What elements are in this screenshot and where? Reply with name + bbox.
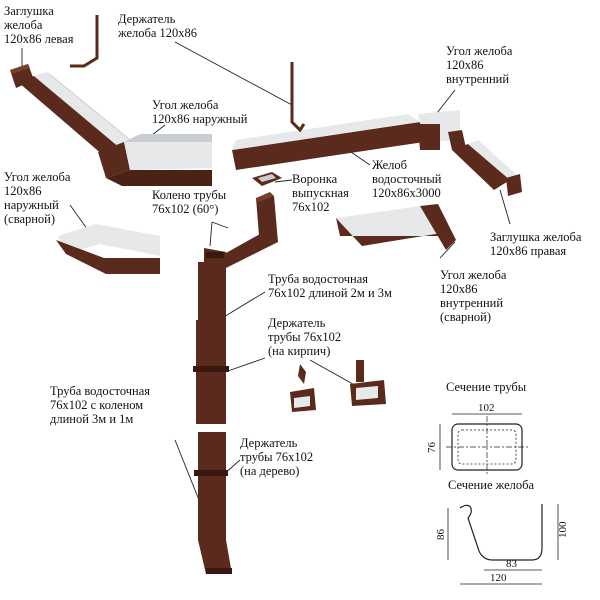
pipe-height-dim: 76 xyxy=(426,442,438,454)
gutter-bottom-dim: 83 xyxy=(506,558,518,570)
pipe-bracket-brick xyxy=(350,360,386,406)
gutter-long xyxy=(232,114,424,170)
label-corner-inner-welded: Угол желоба 120х86 внутренний (сварной) xyxy=(440,268,507,324)
gutter-section-drawing xyxy=(447,504,559,585)
corner-outer-welded xyxy=(56,224,160,274)
gutter-height-left-dim: 86 xyxy=(435,529,447,541)
label-pipe: Труба водосточная 76х102 длиной 2м и 3м xyxy=(268,272,392,300)
label-gutter-section: Сечение желоба xyxy=(448,478,535,492)
gutter-height-right-dim: 100 xyxy=(557,521,569,538)
label-end-cap-right: Заглушка желоба 120х86 правая xyxy=(490,230,582,258)
label-corner-outer-top: Угол желоба 120х86 наружный xyxy=(152,98,248,126)
gutter-left-run xyxy=(18,72,136,156)
pipe-width-dim: 102 xyxy=(478,402,495,414)
label-corner-outer-welded: Угол желоба 120х86 наружный (сварной) xyxy=(4,170,71,226)
label-corner-inner-top: Угол желоба 120х86 внутренний xyxy=(446,44,513,86)
label-gutter-bracket: Держатель желоба 120х86 xyxy=(118,12,198,40)
pipe-elbow xyxy=(204,192,278,268)
funnel-outlet xyxy=(252,172,282,186)
pipe-section-drawing: 102 76 xyxy=(426,402,528,476)
gutter-bracket-long xyxy=(290,62,306,133)
corner-inner-welded xyxy=(336,204,456,250)
gutter-width-dim: 120 xyxy=(490,572,507,584)
end-cap-right xyxy=(506,174,522,196)
pipe-bracket-wood xyxy=(290,364,316,412)
label-pipe-section: Сечение трубы xyxy=(446,380,527,394)
label-pipe-bracket-wood: Держатель трубы 76х102 (на дерево) xyxy=(240,436,314,478)
gutter-right-run xyxy=(452,140,518,190)
label-elbow: Колено трубы 76х102 (60°) xyxy=(152,188,227,216)
gutter-bracket-small xyxy=(70,15,99,68)
label-gutter: Желоб водосточный 120х86х3000 xyxy=(372,158,442,200)
label-end-cap-left: Заглушка желоба 120х86 левая xyxy=(4,4,74,46)
label-pipe-bracket-brick: Держатель трубы 76х102 (на кирпич) xyxy=(268,316,342,358)
label-funnel: Воронка выпускная 76х102 xyxy=(292,172,349,214)
label-pipe-with-elbow: Труба водосточная 76х102 с коленом длино… xyxy=(50,384,151,426)
downpipe xyxy=(193,262,232,574)
corner-inner-top xyxy=(418,110,466,150)
corner-outer-top xyxy=(98,134,212,186)
